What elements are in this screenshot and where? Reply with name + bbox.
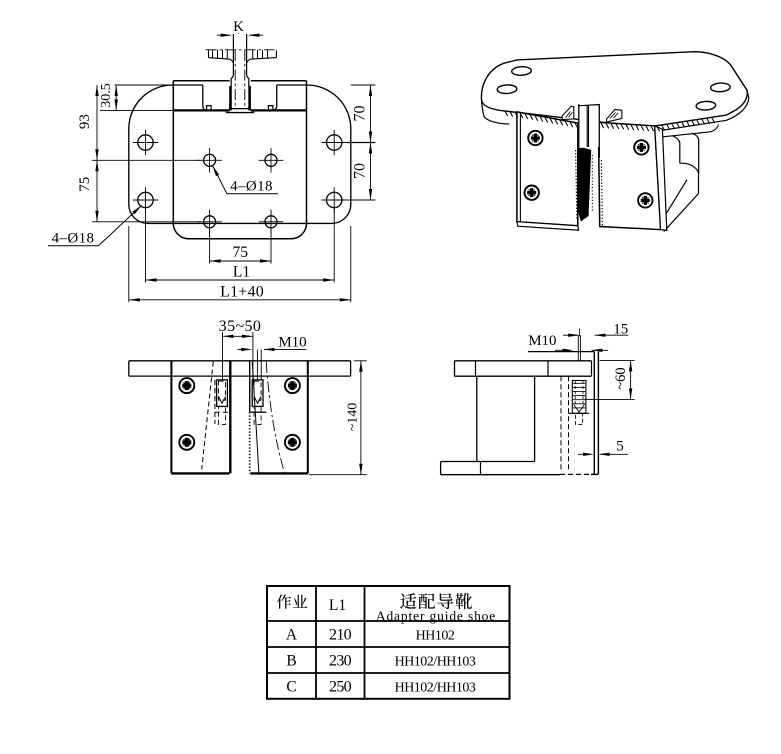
svg-text:250: 250 [329,679,352,696]
svg-text:4–Ø18: 4–Ø18 [52,231,95,247]
svg-text:35~50: 35~50 [219,318,262,335]
svg-text:HH102: HH102 [416,629,455,644]
svg-text:93: 93 [77,114,93,129]
svg-text:HH102/HH103: HH102/HH103 [395,681,476,696]
svg-text:M10: M10 [528,333,556,349]
svg-text:75: 75 [233,244,249,261]
svg-text:4–Ø18: 4–Ø18 [230,179,273,195]
svg-text:30.5: 30.5 [99,83,114,108]
svg-text:70: 70 [352,163,369,179]
svg-text:C: C [286,679,296,696]
svg-text:M10: M10 [278,334,306,350]
svg-text:~140: ~140 [346,403,361,432]
svg-text:Adapter guide shoe: Adapter guide shoe [376,608,496,623]
svg-text:75: 75 [77,177,93,192]
svg-text:HH102/HH103: HH102/HH103 [395,655,476,670]
svg-text:210: 210 [329,627,352,644]
svg-text:230: 230 [329,653,352,670]
svg-text:K: K [233,19,244,35]
svg-text:~60: ~60 [613,367,629,389]
svg-text:70: 70 [352,106,369,122]
svg-text:15: 15 [613,322,628,338]
svg-text:L1: L1 [329,597,346,614]
svg-text:L1+40: L1+40 [220,283,264,300]
svg-text:B: B [286,653,296,670]
svg-text:A: A [286,627,298,644]
svg-text:5: 5 [616,438,624,454]
svg-text:L1: L1 [233,263,250,280]
